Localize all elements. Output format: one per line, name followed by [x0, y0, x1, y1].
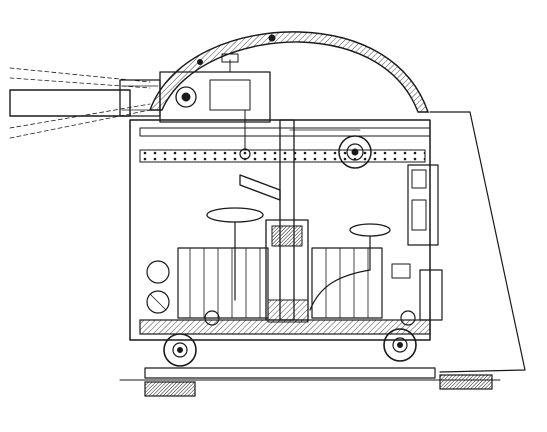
- turret-dome: [148, 31, 429, 113]
- central-column: [239, 119, 309, 323]
- ammunition-rack-left: [177, 247, 269, 319]
- ammunition-rack-right: [311, 247, 383, 319]
- roller-left: [163, 333, 197, 367]
- floor-plate: [139, 319, 431, 341]
- left-seat: [206, 207, 264, 301]
- sighting-wheel: [338, 135, 372, 169]
- instrument-panel: [391, 164, 443, 321]
- base-rail: [144, 367, 493, 397]
- shell-ends: [146, 260, 170, 314]
- roller-small-left: [204, 310, 220, 326]
- roller-right: [383, 328, 417, 362]
- roller-small-right: [400, 310, 416, 326]
- hull-outline: [119, 111, 526, 381]
- breech-mechanism: [159, 53, 271, 160]
- gun-barrel: [9, 67, 161, 139]
- right-seat: [309, 223, 391, 311]
